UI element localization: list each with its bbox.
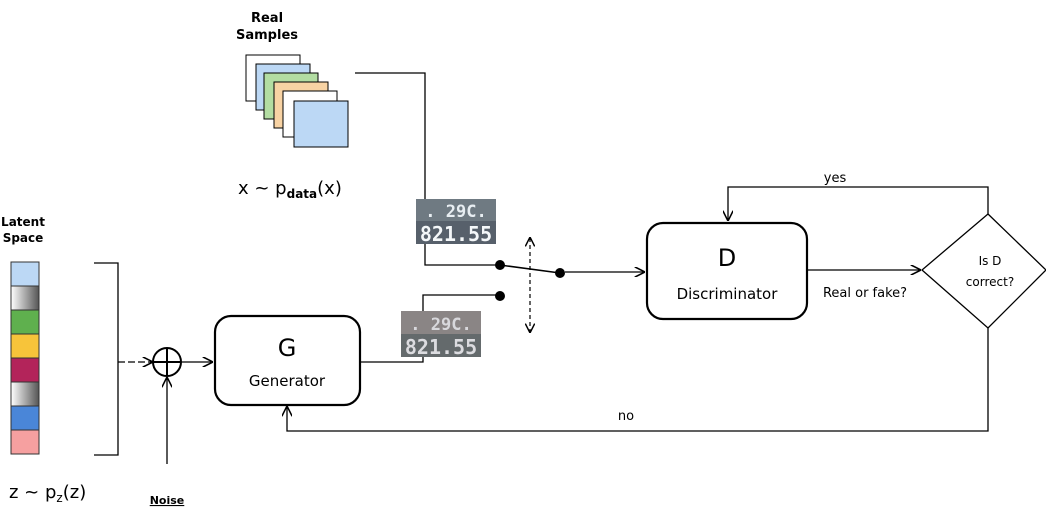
discriminator-letter: D xyxy=(718,244,736,272)
latent-bracket xyxy=(94,262,119,456)
fake-sample-line2: 821.55 xyxy=(405,335,477,359)
arrow-no-loop xyxy=(287,328,989,432)
fake-sample-line1: . 29C. xyxy=(410,315,471,335)
discriminator-name: Discriminator xyxy=(677,285,779,303)
latent-cell xyxy=(10,429,40,455)
discriminator-node: D Discriminator xyxy=(645,221,809,321)
fake-sample-image: . 29C. 821.55 xyxy=(401,311,481,359)
sample-card-stack xyxy=(245,54,349,148)
decision-node: Is D correct? xyxy=(921,213,1046,329)
latent-space-title-line1: Latent xyxy=(1,215,45,229)
real-sample-image: . 29C. 821.55 xyxy=(416,199,496,246)
arrow-yes-loop xyxy=(728,186,989,220)
sample-card-6 xyxy=(293,100,349,148)
latent-cell xyxy=(10,357,40,383)
line-real-to-switch xyxy=(355,72,497,266)
latent-vector xyxy=(10,261,40,455)
real-samples-title-line1: Real xyxy=(251,11,283,26)
decision-line2: correct? xyxy=(966,275,1014,289)
real-distribution-formula: x ~ pdata(x) xyxy=(238,178,342,201)
latent-cell xyxy=(10,405,40,431)
noise-label: Noise xyxy=(150,494,185,507)
yes-label: yes xyxy=(824,171,847,186)
real-samples-group: Real Samples x ~ pdata(x) xyxy=(236,11,349,201)
generator-name: Generator xyxy=(249,372,326,390)
latent-cell xyxy=(10,261,40,287)
generator-node: G Generator xyxy=(213,314,362,407)
generator-letter: G xyxy=(278,334,297,362)
latent-cell xyxy=(10,309,40,335)
latent-space-group: Latent Space z ~ pz(z) xyxy=(1,215,119,505)
latent-distribution-formula: z ~ pz(z) xyxy=(9,482,86,505)
latent-cell xyxy=(10,381,40,407)
latent-cell xyxy=(10,285,40,311)
sum-node-icon xyxy=(152,347,182,377)
latent-cell xyxy=(10,333,40,359)
real-samples-title-line2: Samples xyxy=(236,28,298,43)
latent-space-title-line2: Space xyxy=(3,231,44,245)
switch-icon xyxy=(495,238,565,332)
decision-line1: Is D xyxy=(979,254,1002,268)
real-sample-line2: 821.55 xyxy=(420,222,492,246)
real-sample-line1: . 29C. xyxy=(425,202,486,222)
real-or-fake-label: Real or fake? xyxy=(823,286,907,301)
no-label: no xyxy=(618,409,634,424)
